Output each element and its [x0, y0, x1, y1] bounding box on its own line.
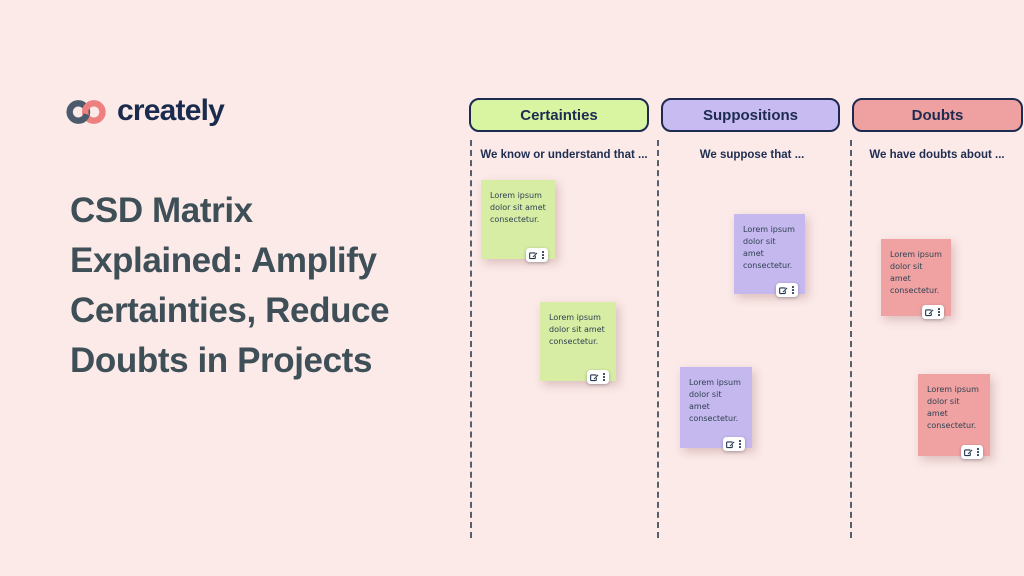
edit-icon[interactable]: [925, 308, 935, 317]
page-title-line: Doubts in Projects: [70, 341, 373, 380]
sticky-note[interactable]: Lorem ipsum dolor sit amet consectetur.: [734, 214, 805, 297]
column-divider: [657, 140, 659, 538]
note-toolbar: [526, 248, 548, 262]
column-prompt-certainties: We know or understand that ...: [480, 149, 648, 161]
kebab-menu-icon[interactable]: [791, 285, 795, 294]
note-toolbar: [587, 370, 609, 384]
sticky-note[interactable]: Lorem ipsum dolor sit amet consectetur.: [540, 302, 616, 384]
sticky-note-text: Lorem ipsum dolor sit amet consectetur.: [743, 225, 795, 270]
sticky-note-text: Lorem ipsum dolor sit amet consectetur.: [549, 313, 605, 346]
edit-icon[interactable]: [529, 251, 539, 260]
sticky-note[interactable]: Lorem ipsum dolor sit amet consectetur.: [918, 374, 990, 459]
column-header-label: Suppositions: [703, 106, 798, 124]
kebab-menu-icon[interactable]: [937, 307, 941, 316]
sticky-note[interactable]: Lorem ipsum dolor sit amet consectetur.: [481, 180, 555, 262]
creately-logo: creately: [66, 94, 225, 128]
creately-logo-icon: [66, 100, 106, 124]
sticky-note[interactable]: Lorem ipsum dolor sit amet consectetur.: [881, 239, 951, 319]
page-title-line: Explained: Amplify: [70, 241, 377, 280]
page-title: CSD Matrix Explained: Amplify Certaintie…: [70, 186, 390, 386]
edit-icon[interactable]: [590, 373, 600, 382]
column-header-label: Certainties: [520, 106, 598, 124]
kebab-menu-icon[interactable]: [976, 447, 980, 456]
sticky-note-text: Lorem ipsum dolor sit amet consectetur.: [490, 191, 546, 224]
kebab-menu-icon[interactable]: [738, 439, 742, 448]
column-divider: [850, 140, 852, 538]
sticky-note-text: Lorem ipsum dolor sit amet consectetur.: [890, 250, 942, 295]
edit-icon[interactable]: [779, 286, 789, 295]
column-header-label: Doubts: [911, 106, 964, 124]
column-prompt-doubts: We have doubts about ...: [869, 149, 1005, 161]
column-prompt-suppositions: We suppose that ...: [699, 149, 805, 161]
sticky-note-text: Lorem ipsum dolor sit amet consectetur.: [689, 378, 741, 423]
brand-name: creately: [117, 94, 225, 127]
note-toolbar: [922, 305, 944, 319]
note-toolbar: [723, 437, 745, 451]
column-header-doubts[interactable]: Doubts: [852, 98, 1023, 132]
edit-icon[interactable]: [726, 440, 736, 449]
edit-icon[interactable]: [964, 448, 974, 457]
note-toolbar: [961, 445, 983, 459]
note-toolbar: [776, 283, 798, 297]
column-divider: [470, 140, 472, 538]
column-header-suppositions[interactable]: Suppositions: [661, 98, 840, 132]
page-title-line: CSD Matrix: [70, 191, 253, 230]
kebab-menu-icon[interactable]: [541, 250, 545, 259]
sticky-note[interactable]: Lorem ipsum dolor sit amet consectetur.: [680, 367, 752, 451]
kebab-menu-icon[interactable]: [602, 372, 606, 381]
column-header-certainties[interactable]: Certainties: [469, 98, 649, 132]
sticky-note-text: Lorem ipsum dolor sit amet consectetur.: [927, 385, 979, 430]
page-title-line: Certainties, Reduce: [70, 291, 390, 330]
